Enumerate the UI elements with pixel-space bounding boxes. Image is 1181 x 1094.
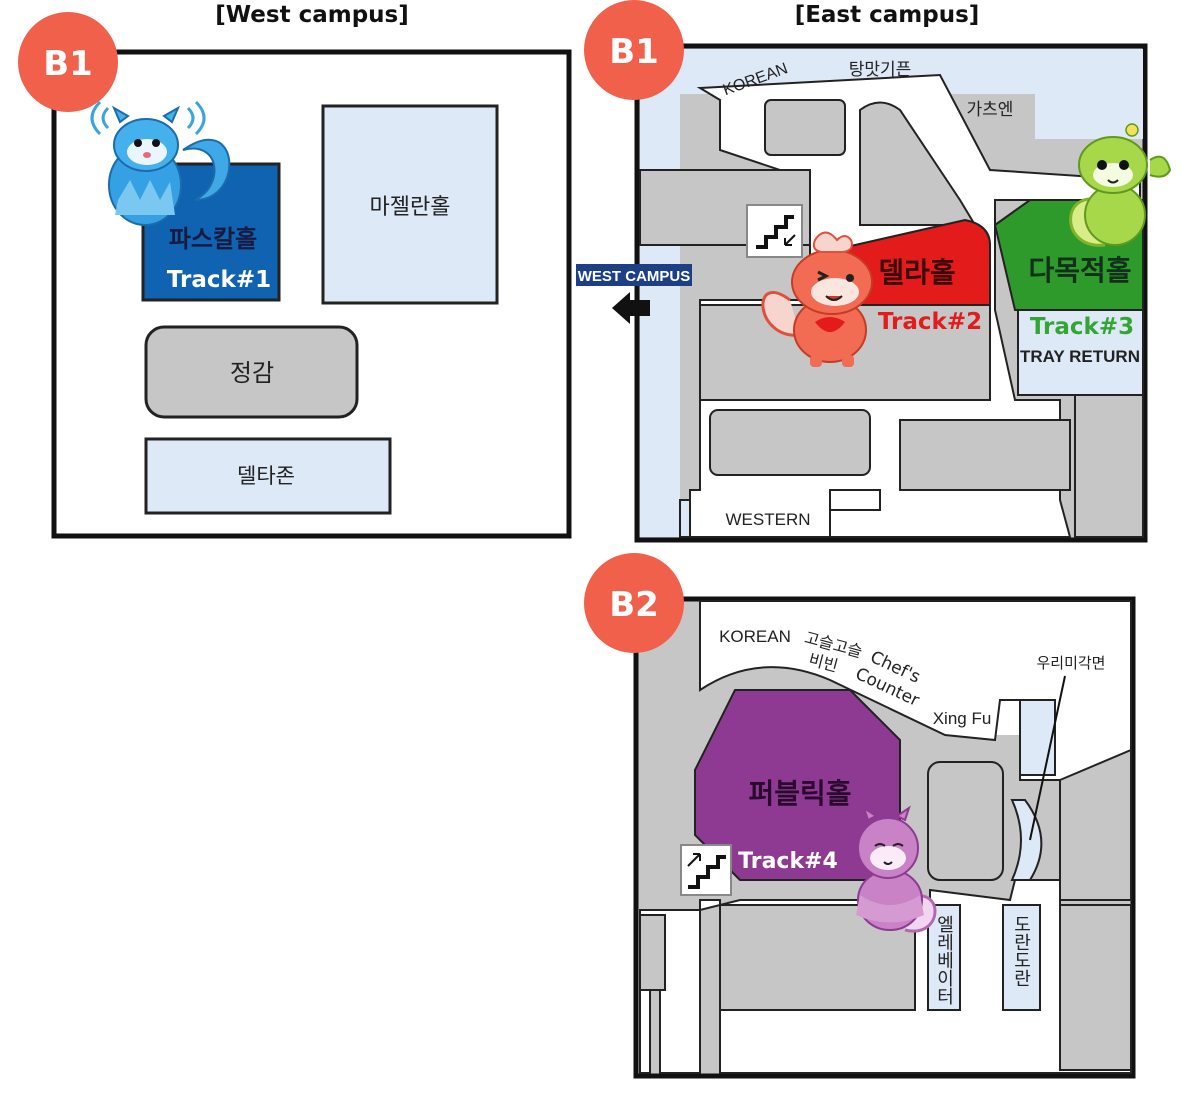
track2-label: Track#2 [878, 309, 982, 335]
track4-label: Track#4 [738, 849, 838, 874]
b2-block-c [1059, 748, 1132, 901]
magellan-hall-label: 마젤란홀 [370, 195, 451, 220]
west-campus-sign-label: WEST CAMPUS [578, 268, 691, 285]
west-campus-direction[interactable]: WEST CAMPUS [576, 264, 692, 324]
purple-squirrel-mascot [856, 805, 937, 933]
tangmat-label: 탕맛기픈 [849, 60, 912, 80]
east-b2-badge-label: B2 [609, 585, 659, 625]
left-arrow-icon [612, 292, 650, 324]
b2-block-b [1019, 699, 1056, 776]
block-a [764, 99, 846, 156]
elevator-label: 엘레베이터 [934, 915, 955, 1005]
block-e [709, 409, 871, 476]
western-label: WESTERN [726, 510, 811, 529]
della-hall-label: 델라홀 [878, 256, 955, 289]
west-b1-badge-label: B1 [43, 44, 93, 84]
green-squirrel-mascot [1069, 123, 1172, 247]
east-b1-badge-label: B1 [609, 32, 659, 72]
east-b1-map: 델라홀 다목적홀 KOREAN 탕맛기픈 가츠엔 Track#2 Track#3… [576, 0, 1172, 543]
block-g [1074, 394, 1144, 538]
east-b1-badge [584, 0, 684, 100]
tray-return-label: TRAY RETURN [1020, 347, 1140, 366]
track3-label: Track#3 [1030, 314, 1134, 340]
west-b1-badge [18, 12, 118, 112]
red-squirrel-mascot [761, 231, 873, 367]
b2-block-f [1059, 904, 1132, 1071]
east-b2-map: 퍼블릭홀 Track#4 KOREAN 고슬고슬 비빈 Chef's Count… [584, 553, 1136, 1079]
track1-label: Track#1 [167, 267, 271, 293]
east-campus-header: [East campus] [795, 2, 980, 28]
west-b1-map: 마젤란홀 파스칼홀 Track#1 정감 델타존 B1 [18, 12, 572, 539]
xingfu-label: Xing Fu [933, 709, 992, 728]
b2-block-a [927, 761, 1004, 881]
east-b2-badge [584, 553, 684, 653]
west-campus-header: [West campus] [215, 2, 409, 28]
doran-label: 도란도란 [1011, 915, 1032, 987]
blue-squirrel-mascot [90, 100, 231, 226]
b2-block-e [639, 914, 666, 991]
pascal-hall-label: 파스칼홀 [169, 225, 257, 253]
block-b [859, 101, 977, 226]
jeonggam[interactable] [144, 325, 359, 419]
gachoen-label: 가츠엔 [967, 100, 1014, 120]
west-campus-sign [576, 264, 692, 286]
delta-zone[interactable] [144, 437, 392, 515]
public-hall[interactable] [694, 689, 901, 881]
stairs-icon [746, 204, 803, 258]
woori-label: 우리미각면 [1036, 654, 1105, 672]
magellan-hall[interactable] [321, 104, 499, 305]
delta-zone-label: 델타존 [237, 464, 295, 488]
damok-hall-label: 다목적홀 [1028, 254, 1131, 287]
woori-pointer [1029, 675, 1066, 841]
stairs-up-icon [680, 844, 732, 896]
doran-area[interactable] [1002, 904, 1041, 1011]
jeonggam-label: 정감 [230, 359, 274, 387]
block-f [899, 419, 1071, 491]
della-hall[interactable] [841, 218, 991, 306]
b2-korean-label: KOREAN [719, 627, 791, 646]
public-hall-label: 퍼블릭홀 [748, 777, 851, 810]
